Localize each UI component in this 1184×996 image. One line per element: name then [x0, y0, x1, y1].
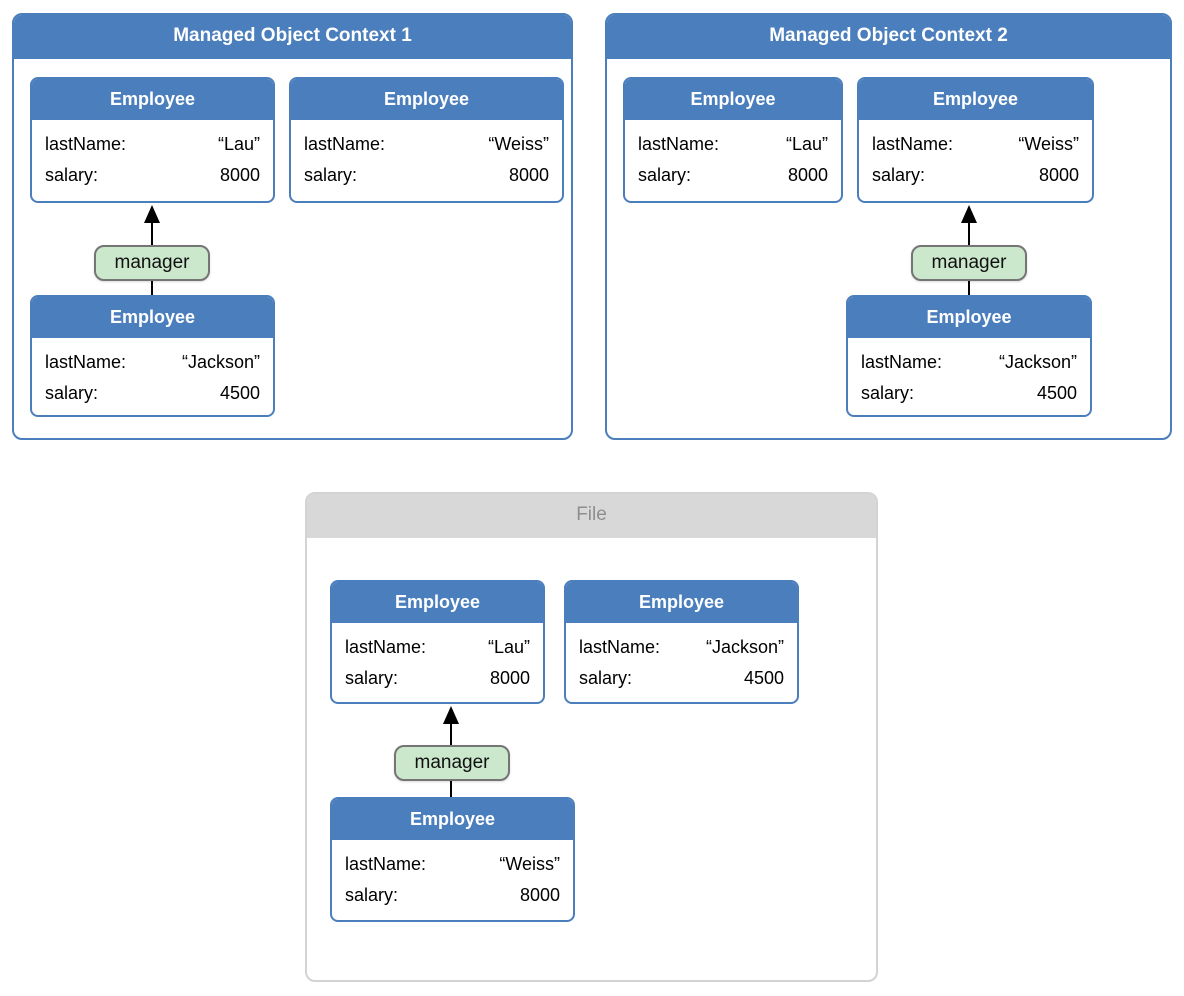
employee-box-body: lastName: “Weiss” salary: 8000 — [859, 120, 1092, 191]
attribute-row: lastName: “Jackson” — [861, 347, 1077, 378]
attribute-value: “Weiss” — [499, 854, 560, 874]
employee-box-body: lastName: “Lau” salary: 8000 — [32, 120, 273, 191]
attribute-label: lastName: — [45, 352, 127, 372]
attribute-label: lastName: — [304, 134, 386, 154]
attribute-value: 4500 — [743, 668, 784, 688]
attribute-row: salary: 4500 — [861, 378, 1077, 409]
employee-box-body: lastName: “Jackson” salary: 4500 — [848, 338, 1090, 409]
employee-box-weiss: Employee lastName: “Weiss” salary: 8000 — [857, 77, 1094, 203]
attribute-value: “Weiss” — [488, 134, 549, 154]
attribute-value: 8000 — [489, 668, 530, 688]
attribute-value: “Jackson” — [181, 352, 260, 372]
attribute-row: salary: 8000 — [345, 880, 560, 911]
employee-box-body: lastName: “Weiss” salary: 8000 — [291, 120, 562, 191]
attribute-value: “Lau” — [487, 637, 530, 657]
attribute-label: salary: — [579, 668, 633, 688]
employee-box-lau: Employee lastName: “Lau” salary: 8000 — [330, 580, 545, 704]
attribute-label: salary: — [345, 885, 399, 905]
attribute-row: lastName: “Lau” — [638, 129, 828, 160]
managed-object-context-2-panel: Managed Object Context 2 Employee lastNa… — [605, 13, 1172, 440]
attribute-label: lastName: — [872, 134, 954, 154]
attribute-value: “Lau” — [785, 134, 828, 154]
attribute-value: 4500 — [1036, 383, 1077, 403]
attribute-row: lastName: “Weiss” — [872, 129, 1079, 160]
attribute-row: salary: 8000 — [638, 160, 828, 191]
attribute-value: “Jackson” — [705, 637, 784, 657]
attribute-value: 8000 — [787, 165, 828, 185]
employee-box-lau: Employee lastName: “Lau” salary: 8000 — [30, 77, 275, 203]
attribute-value: 8000 — [219, 165, 260, 185]
attribute-row: salary: 8000 — [872, 160, 1079, 191]
employee-box-title: Employee — [848, 297, 1090, 338]
employee-box-weiss: Employee lastName: “Weiss” salary: 8000 — [330, 797, 575, 922]
employee-box-title: Employee — [332, 799, 573, 840]
attribute-label: salary: — [861, 383, 915, 403]
employee-box-weiss: Employee lastName: “Weiss” salary: 8000 — [289, 77, 564, 203]
manager-relationship-pill: manager — [394, 745, 510, 781]
attribute-row: lastName: “Weiss” — [345, 849, 560, 880]
employee-box-title: Employee — [32, 297, 273, 338]
attribute-row: lastName: “Weiss” — [304, 129, 549, 160]
employee-box-title: Employee — [291, 79, 562, 120]
manager-relationship-pill: manager — [911, 245, 1027, 281]
attribute-row: lastName: “Jackson” — [45, 347, 260, 378]
attribute-label: lastName: — [345, 854, 427, 874]
employee-box-title: Employee — [859, 79, 1092, 120]
employee-box-body: lastName: “Lau” salary: 8000 — [625, 120, 841, 191]
employee-box-lau: Employee lastName: “Lau” salary: 8000 — [623, 77, 843, 203]
attribute-value: 8000 — [519, 885, 560, 905]
arrow-up-icon — [443, 706, 459, 724]
attribute-label: salary: — [304, 165, 358, 185]
attribute-row: salary: 8000 — [304, 160, 549, 191]
attribute-value: 8000 — [1038, 165, 1079, 185]
employee-box-title: Employee — [32, 79, 273, 120]
employee-box-title: Employee — [332, 582, 543, 623]
employee-box-title: Employee — [566, 582, 797, 623]
attribute-label: salary: — [638, 165, 692, 185]
attribute-value: “Lau” — [217, 134, 260, 154]
attribute-value: “Weiss” — [1018, 134, 1079, 154]
attribute-row: lastName: “Jackson” — [579, 632, 784, 663]
employee-box-title: Employee — [625, 79, 841, 120]
attribute-row: salary: 8000 — [45, 160, 260, 191]
employee-box-body: lastName: “Jackson” salary: 4500 — [566, 623, 797, 694]
employee-box-body: lastName: “Weiss” salary: 8000 — [332, 840, 573, 911]
attribute-value: 4500 — [219, 383, 260, 403]
arrow-up-icon — [961, 205, 977, 223]
attribute-row: salary: 4500 — [45, 378, 260, 409]
panel-title: Managed Object Context 2 — [607, 15, 1170, 59]
attribute-value: “Jackson” — [998, 352, 1077, 372]
attribute-label: lastName: — [579, 637, 661, 657]
attribute-value: 8000 — [508, 165, 549, 185]
attribute-label: salary: — [45, 165, 99, 185]
employee-box-jackson: Employee lastName: “Jackson” salary: 450… — [564, 580, 799, 704]
attribute-label: lastName: — [345, 637, 427, 657]
arrow-up-icon — [144, 205, 160, 223]
attribute-label: salary: — [345, 668, 399, 688]
attribute-row: lastName: “Lau” — [45, 129, 260, 160]
attribute-row: lastName: “Lau” — [345, 632, 530, 663]
attribute-label: salary: — [872, 165, 926, 185]
employee-box-jackson: Employee lastName: “Jackson” salary: 450… — [846, 295, 1092, 417]
panel-title: File — [307, 494, 876, 538]
panel-title: Managed Object Context 1 — [14, 15, 571, 59]
employee-box-body: lastName: “Jackson” salary: 4500 — [32, 338, 273, 409]
manager-relationship-pill: manager — [94, 245, 210, 281]
employee-box-body: lastName: “Lau” salary: 8000 — [332, 623, 543, 694]
file-panel: File Employee lastName: “Lau” salary: 80… — [305, 492, 878, 982]
managed-object-context-1-panel: Managed Object Context 1 Employee lastNa… — [12, 13, 573, 440]
attribute-row: salary: 8000 — [345, 663, 530, 694]
attribute-row: salary: 4500 — [579, 663, 784, 694]
employee-box-jackson: Employee lastName: “Jackson” salary: 450… — [30, 295, 275, 417]
attribute-label: lastName: — [638, 134, 720, 154]
attribute-label: lastName: — [45, 134, 127, 154]
attribute-label: lastName: — [861, 352, 943, 372]
attribute-label: salary: — [45, 383, 99, 403]
